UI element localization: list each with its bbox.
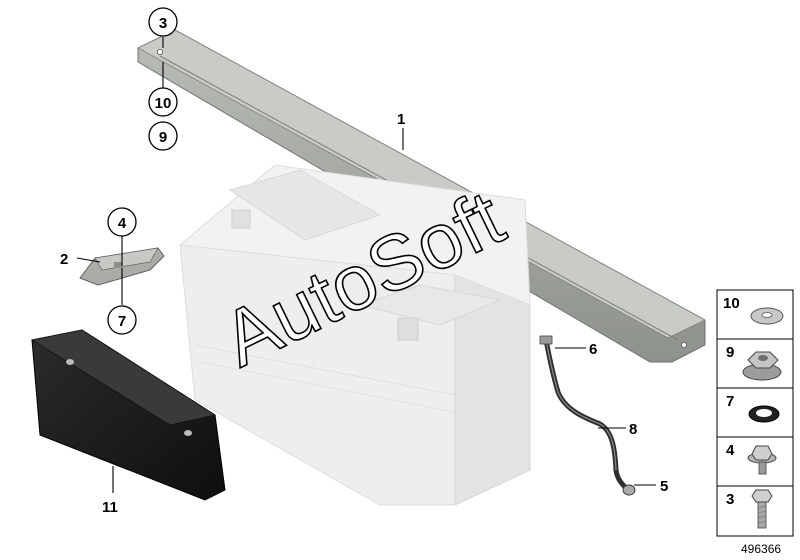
legend-panel: 10 9 7 4 3 <box>716 289 794 537</box>
hex-bolt-with-washer-icon <box>747 445 777 475</box>
washer-icon <box>750 307 784 325</box>
o-ring-icon <box>748 405 780 423</box>
diagram-reference: 496366 <box>741 542 781 556</box>
ground-cable <box>539 335 636 496</box>
callout-5: 5 <box>660 478 668 495</box>
legend-label: 4 <box>726 442 735 459</box>
callout-11: 11 <box>102 499 118 516</box>
callout-4-mid: 4 <box>107 207 137 237</box>
svg-text:3: 3 <box>159 15 167 32</box>
legend-label: 10 <box>723 295 740 312</box>
callout-3-top: 3 <box>148 7 178 37</box>
callout-8: 8 <box>629 421 637 438</box>
mounting-bracket <box>79 247 165 286</box>
legend-label: 3 <box>726 491 734 508</box>
callout-1: 1 <box>397 111 405 128</box>
callout-9-top: 9 <box>148 121 178 151</box>
hex-bolt-icon <box>751 489 773 529</box>
callout-2: 2 <box>60 251 68 268</box>
svg-text:10: 10 <box>155 95 172 112</box>
legend-label: 9 <box>726 344 734 361</box>
svg-text:9: 9 <box>159 129 167 146</box>
callout-10-top: 10 <box>148 87 178 117</box>
svg-text:7: 7 <box>118 313 126 330</box>
leader-lines <box>76 37 656 493</box>
battery-cover <box>30 329 226 501</box>
svg-text:4: 4 <box>118 215 127 232</box>
callout-7-mid: 7 <box>107 305 137 335</box>
battery <box>178 164 531 506</box>
hex-flange-nut-icon <box>742 351 782 381</box>
callout-6: 6 <box>589 341 597 358</box>
legend-label: 7 <box>726 393 734 410</box>
